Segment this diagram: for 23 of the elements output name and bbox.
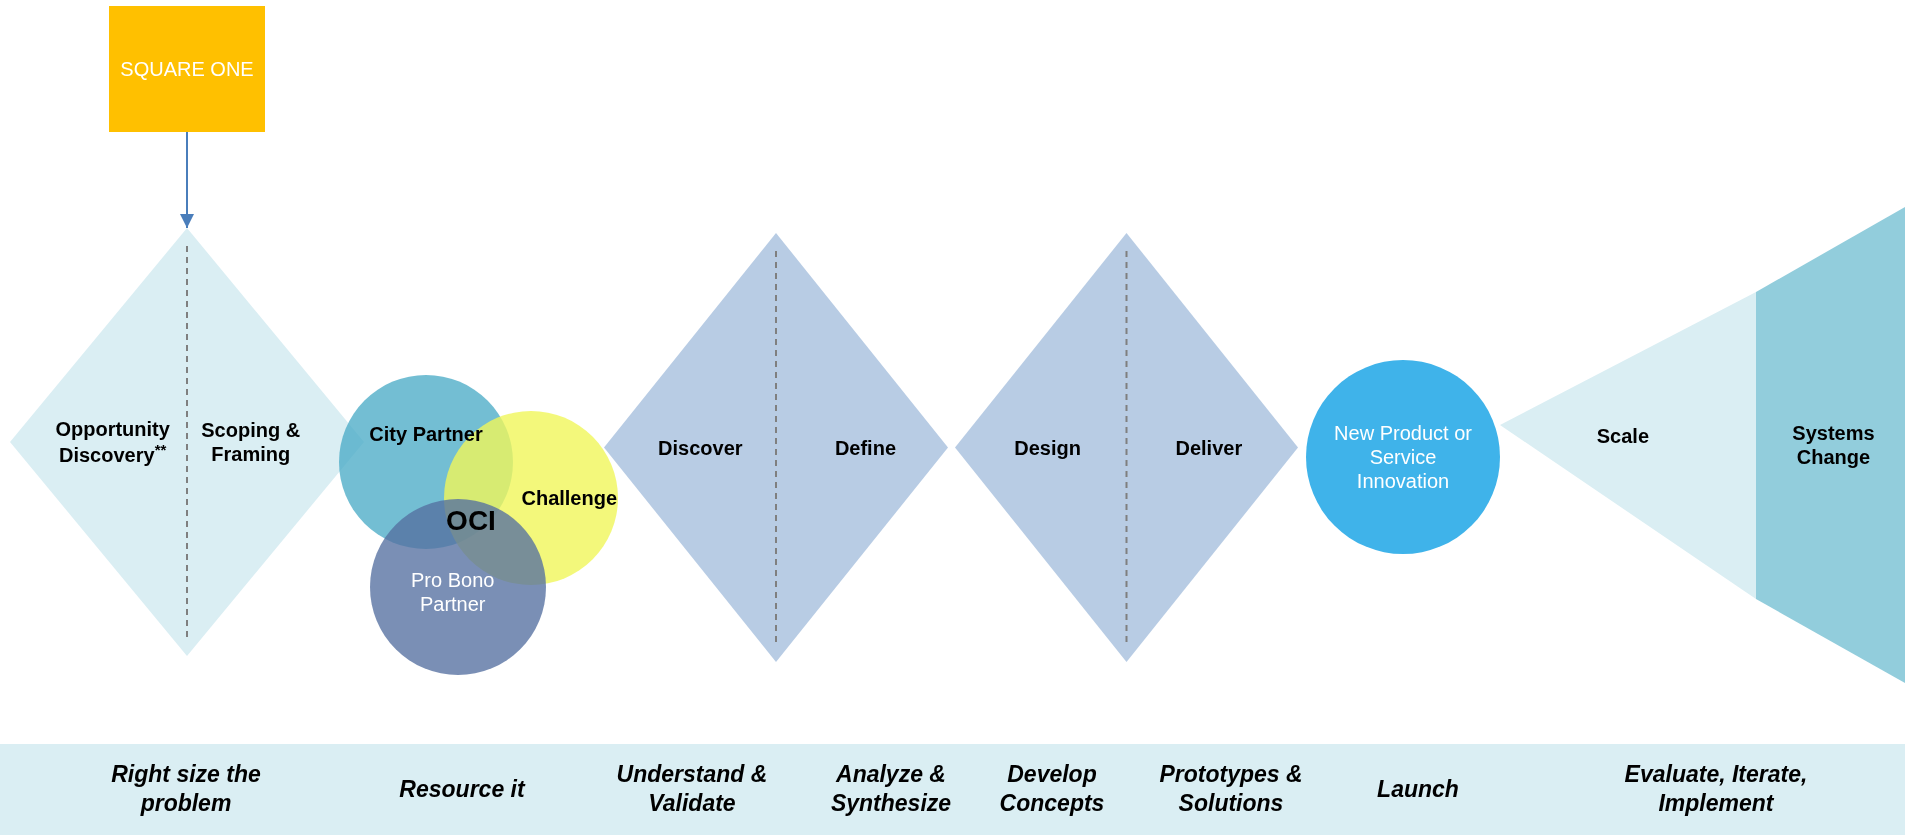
phase-label: Develop Concepts: [998, 760, 1106, 818]
node-label: Scoping & Framing: [200, 418, 302, 466]
node-label: Systems Change: [1791, 421, 1876, 469]
phase-label: Prototypes & Solutions: [1158, 760, 1304, 818]
node-label: New Product or Service Innovation: [1333, 421, 1473, 493]
phase-label: Right size the problem: [110, 760, 262, 818]
node-label: Scale: [1595, 424, 1650, 449]
node-label: Deliver: [1174, 435, 1244, 460]
node-label: Opportunity Discovery$^{**}$: [54, 416, 171, 468]
phase-label: Launch: [1376, 774, 1460, 804]
phase-label: Resource it: [398, 774, 527, 804]
node-label: City Partner: [368, 422, 484, 447]
node-label: SQUARE ONE: [119, 57, 255, 81]
node-label: Pro Bono Partner: [410, 568, 496, 617]
node-label: Design: [1013, 435, 1082, 460]
center-label: OCI: [446, 505, 496, 537]
node-label: Challenge: [520, 486, 619, 510]
arrow: [180, 131, 194, 229]
phase-label: Evaluate, Iterate, Implement: [1623, 760, 1809, 818]
phase-label: Analyze & Synthesize: [829, 760, 953, 818]
node-label: Define: [833, 435, 897, 460]
node-label: Discover: [657, 435, 744, 460]
phase-label: Understand & Validate: [615, 760, 769, 818]
